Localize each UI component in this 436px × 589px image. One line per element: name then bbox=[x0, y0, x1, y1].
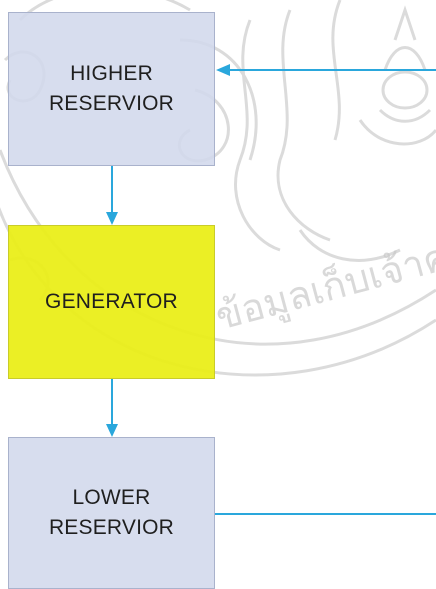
lower-reservoir-label-line1: LOWER bbox=[72, 486, 151, 509]
generator-box: GENERATOR bbox=[8, 225, 215, 379]
generator-label-line1: GENERATOR bbox=[45, 290, 178, 313]
higher-reservoir-label-line1: HIGHER bbox=[70, 62, 153, 85]
higher-reservoir-box: HIGHER RESERVIOR bbox=[8, 12, 215, 166]
higher-reservoir-label-line2: RESERVIOR bbox=[48, 92, 175, 115]
lower-reservoir-label-line2: RESERVIOR bbox=[48, 516, 175, 539]
lower-reservoir-label: LOWER RESERVIOR bbox=[49, 483, 174, 543]
lower-reservoir-box: LOWER RESERVIOR bbox=[8, 437, 215, 589]
higher-reservoir-label: HIGHER RESERVIOR bbox=[49, 59, 174, 119]
arrowhead-into-generator bbox=[106, 212, 118, 225]
arrowhead-into-higher-reservoir bbox=[216, 64, 230, 76]
arrowhead-into-lower-reservoir bbox=[106, 424, 118, 437]
generator-label: GENERATOR bbox=[45, 287, 178, 317]
